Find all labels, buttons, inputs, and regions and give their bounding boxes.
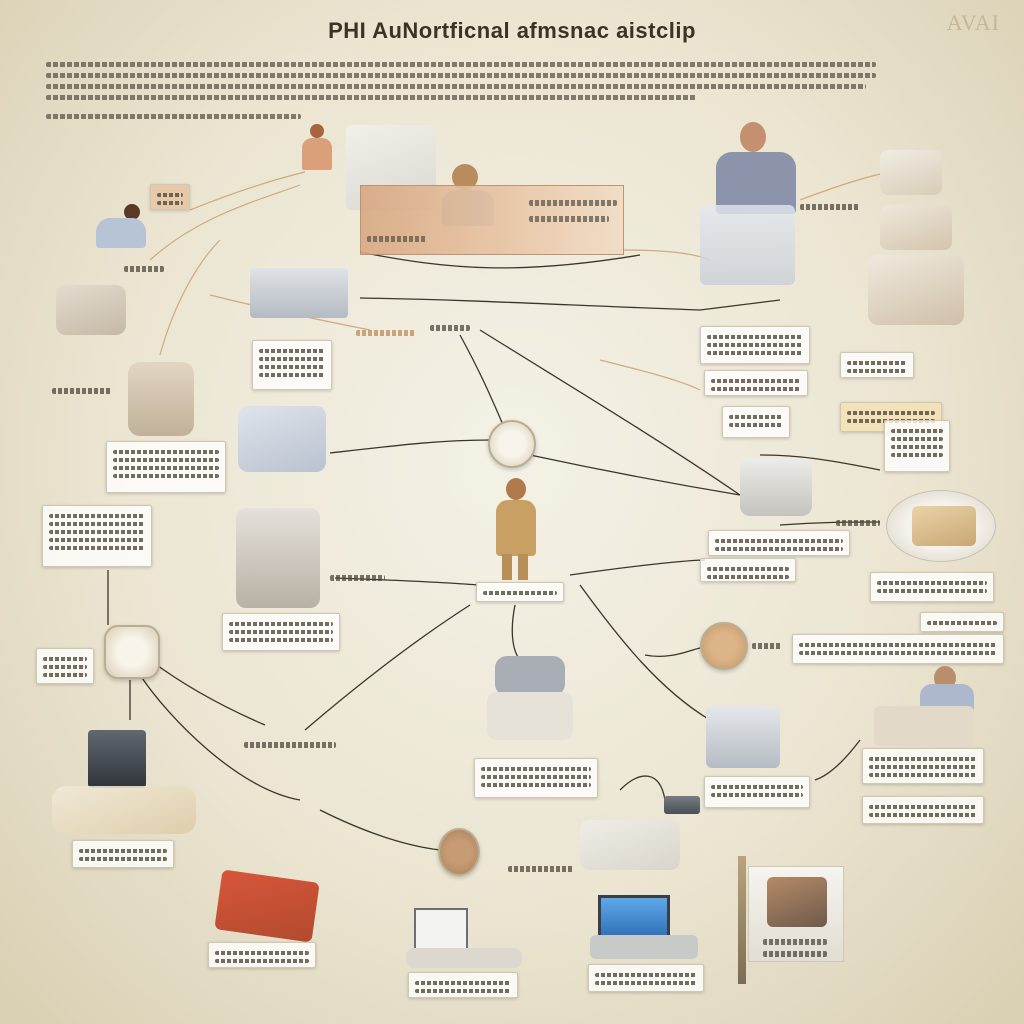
desk-icon <box>360 185 624 255</box>
laptop-icon <box>580 820 680 870</box>
text-card <box>208 942 316 968</box>
diagram-title: PHI AuNortficnal afmsnac aistclip <box>328 18 696 43</box>
text-card <box>474 758 598 798</box>
text-card <box>700 558 796 582</box>
label-text <box>244 742 336 748</box>
label-card <box>150 184 190 210</box>
printer-icon <box>250 268 348 318</box>
text-card <box>704 370 808 396</box>
folder-icon <box>238 406 326 472</box>
hub-node <box>700 622 748 670</box>
label-text <box>430 325 470 331</box>
text-card <box>862 748 984 784</box>
header-text-line <box>46 84 866 89</box>
printer-icon <box>664 796 700 814</box>
label-text <box>52 388 112 394</box>
corner-logo: AVAI <box>946 10 1000 35</box>
desk-worker-icon <box>485 652 579 746</box>
text-card <box>72 840 174 868</box>
cabinet-icon <box>236 508 320 608</box>
stack-of-papers-icon <box>880 205 952 250</box>
label-text <box>356 330 416 336</box>
text-card <box>704 776 810 808</box>
label-text <box>124 266 164 272</box>
text-card <box>106 441 226 493</box>
label-text <box>330 575 385 581</box>
stack-of-papers-icon <box>868 255 964 325</box>
monitor-icon <box>700 205 795 285</box>
stack-of-papers-icon <box>52 786 196 834</box>
text-card <box>252 340 332 390</box>
text-card <box>222 613 340 651</box>
printer-node <box>104 625 160 679</box>
text-card <box>700 326 810 364</box>
laptop-icon <box>406 908 526 970</box>
central-person-icon <box>492 478 540 580</box>
printer-icon <box>706 706 780 768</box>
desk-worker-icon <box>874 666 982 746</box>
header-text-line <box>46 62 876 67</box>
monitor-icon <box>88 730 146 788</box>
text-card <box>408 972 518 998</box>
header-text-line <box>46 73 876 78</box>
folder-icon <box>912 506 976 546</box>
label-text <box>836 520 880 526</box>
stack-of-papers-icon <box>880 150 942 195</box>
text-card <box>588 964 704 992</box>
text-card <box>708 530 850 556</box>
person-icon <box>712 122 802 222</box>
divider-bar <box>738 856 746 984</box>
label-text <box>800 204 860 210</box>
computer-icon <box>590 895 700 961</box>
desk-worker-icon <box>92 202 152 252</box>
header-text-line <box>46 114 301 119</box>
stack-of-papers-icon <box>56 285 126 335</box>
text-card <box>920 612 1004 632</box>
hub-node <box>438 828 480 876</box>
header-text-line <box>46 95 696 100</box>
text-card <box>862 796 984 824</box>
cabinet-icon <box>128 362 194 436</box>
person-icon <box>300 124 334 170</box>
text-card <box>792 634 1004 664</box>
text-card <box>722 406 790 438</box>
central-label <box>476 582 564 602</box>
cabinet-icon <box>748 866 844 962</box>
label-text <box>508 866 574 872</box>
text-card <box>884 420 950 472</box>
text-card <box>42 505 152 567</box>
text-card <box>36 648 94 684</box>
text-card <box>840 352 914 378</box>
label-text <box>752 643 782 649</box>
cabinet-icon <box>740 458 812 516</box>
text-card <box>870 572 994 602</box>
hub-node <box>488 420 536 468</box>
